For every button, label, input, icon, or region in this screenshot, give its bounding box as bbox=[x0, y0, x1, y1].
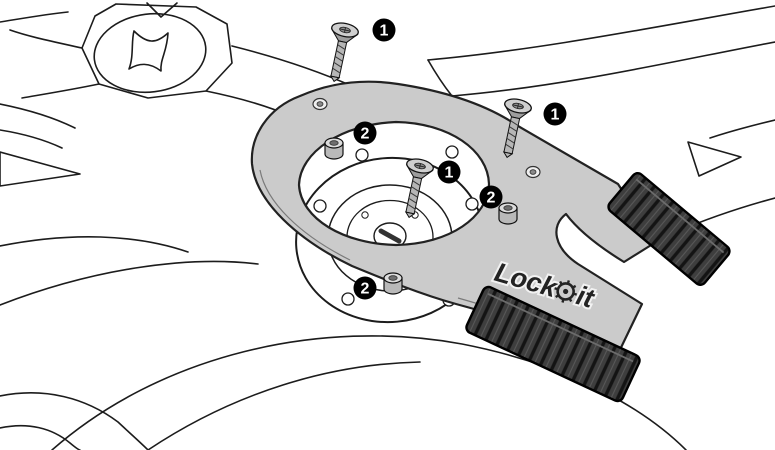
body-line bbox=[21, 83, 100, 99]
tank-edge-line bbox=[0, 236, 189, 253]
cap-recess-oval bbox=[93, 12, 207, 94]
callout-screw-badge: 1 bbox=[372, 18, 396, 42]
steering-head-outline bbox=[81, 3, 233, 99]
cap-screw bbox=[361, 211, 369, 219]
tank-bottom-curve bbox=[51, 335, 687, 450]
body-line bbox=[9, 29, 83, 49]
adapter-edge-highlight bbox=[259, 169, 351, 261]
callout-spacer-badge: 2 bbox=[479, 185, 503, 209]
callout-number: 2 bbox=[487, 190, 496, 207]
cowl-notch bbox=[146, 2, 178, 18]
callout-number: 1 bbox=[551, 107, 560, 124]
tank-top-line bbox=[451, 41, 775, 97]
callout-badges: 1 1 1 2 2 2 bbox=[353, 18, 567, 300]
pad-bevel-highlight bbox=[487, 293, 634, 363]
adapter-screw-hole-center bbox=[529, 169, 537, 175]
flange-bolt-hole bbox=[313, 199, 327, 213]
flange-bolt-hole bbox=[445, 145, 459, 159]
callout-number: 1 bbox=[445, 165, 454, 182]
tank-seam bbox=[231, 45, 353, 87]
callout-screw-badge: 1 bbox=[543, 102, 567, 126]
bottom-grip-pad bbox=[465, 285, 641, 403]
countersunk-screw-top bbox=[320, 20, 361, 85]
side-facet bbox=[687, 141, 742, 177]
corner-curve bbox=[0, 392, 149, 450]
spacer-bottom bbox=[383, 272, 403, 295]
body-line bbox=[0, 11, 69, 23]
cap-key-slot bbox=[378, 228, 402, 244]
pad-bevel-highlight bbox=[635, 178, 725, 254]
top-grip-pad bbox=[607, 172, 731, 286]
cap-recess-blob bbox=[128, 30, 169, 72]
body-line bbox=[0, 103, 76, 129]
callout-number: 1 bbox=[380, 23, 389, 40]
tank-edge-line bbox=[0, 260, 259, 306]
body-line bbox=[0, 129, 63, 149]
body-wedge bbox=[0, 151, 81, 187]
tank-seam bbox=[427, 59, 453, 97]
flange-bolt-hole bbox=[341, 292, 355, 306]
callout-number: 2 bbox=[361, 281, 370, 298]
gear-icon bbox=[554, 280, 578, 303]
flange-bolt-hole bbox=[465, 197, 479, 211]
flange-bolt-hole bbox=[355, 148, 369, 162]
body-line bbox=[709, 119, 775, 139]
tank-bottom-curve bbox=[147, 361, 421, 450]
callout-number: 2 bbox=[361, 126, 370, 143]
callout-screw-badge: 1 bbox=[437, 160, 461, 184]
spacer-right bbox=[498, 202, 518, 225]
adapter-screw-hole-center bbox=[316, 101, 324, 107]
spacer-left bbox=[324, 137, 344, 160]
top-grip-pad-body bbox=[607, 172, 731, 286]
callout-spacer-badge: 2 bbox=[353, 121, 377, 145]
callout-spacer-badge: 2 bbox=[353, 276, 377, 300]
bottom-grip-pad-body bbox=[465, 285, 641, 403]
tank-top-line bbox=[427, 5, 775, 61]
corner-curve bbox=[0, 424, 81, 450]
